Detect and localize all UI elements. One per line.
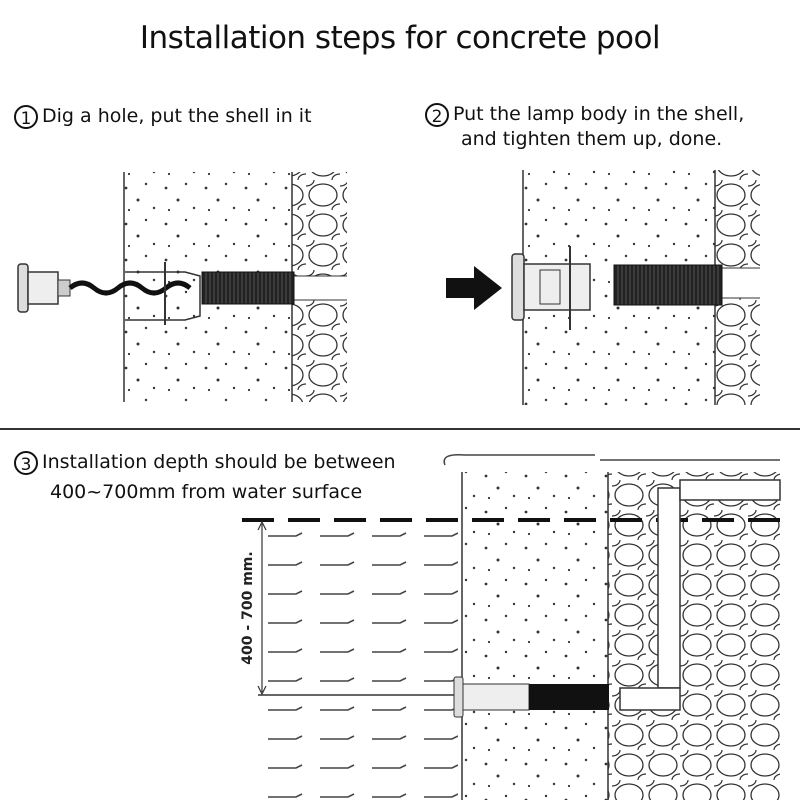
step-1-text: Dig a hole, put the shell in it: [42, 105, 312, 127]
step-2-diagram: [446, 170, 760, 405]
section-divider: [0, 428, 800, 430]
installed-lamp: [453, 676, 530, 718]
cable: [68, 280, 192, 296]
step-1-diagram: [17, 172, 347, 402]
lamp-icon: [17, 263, 71, 313]
threaded-conduit: [613, 264, 723, 306]
push-arrow-icon: [446, 266, 502, 310]
step-2-text-line2: and tighten them up, done.: [461, 128, 723, 150]
threaded-conduit: [201, 271, 295, 305]
step-number-badge: 1: [14, 104, 38, 129]
concrete-wall: [462, 472, 608, 800]
threaded-conduit: [529, 684, 609, 710]
step-number-badge: 2: [425, 102, 449, 127]
stone-backfill: [608, 472, 780, 800]
step-3-text-line1: Installation depth should be between: [42, 451, 396, 473]
pool-water: [258, 520, 458, 800]
lamp-in-shell: [511, 246, 591, 330]
coping: [443, 453, 780, 466]
pipe: [619, 479, 781, 711]
shell: [125, 262, 201, 325]
step-3-diagram: 400 - 700 mm.: [240, 453, 781, 800]
depth-label: 400 - 700 mm.: [240, 551, 256, 664]
page-title: Installation steps for concrete pool: [139, 20, 661, 56]
step-3-text-line2: 400~700mm from water surface: [50, 481, 363, 503]
step-number-badge: 3: [14, 450, 38, 475]
step-2-text-line1: Put the lamp body in the shell,: [453, 103, 745, 125]
